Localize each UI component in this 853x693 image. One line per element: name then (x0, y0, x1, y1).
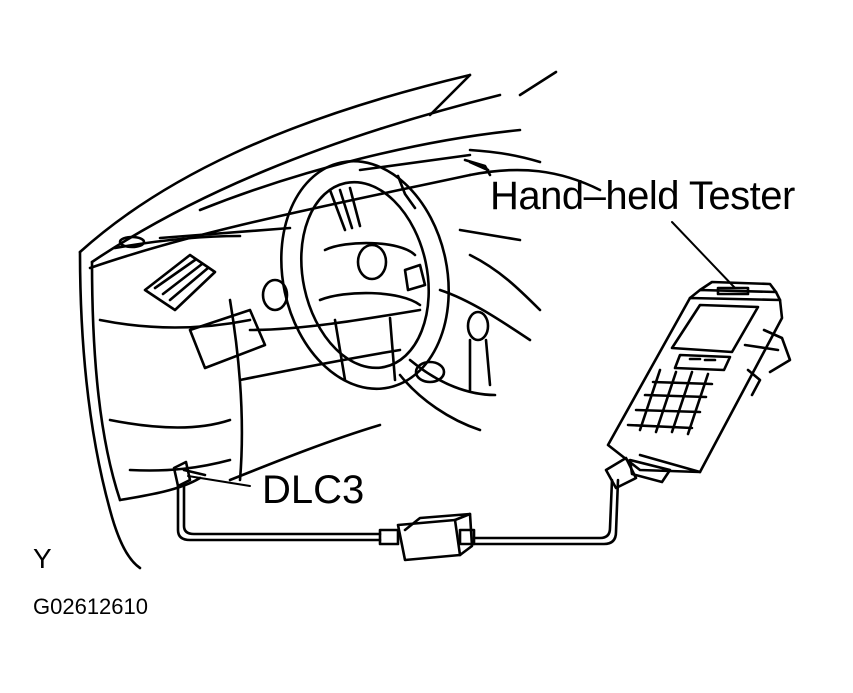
windshield-frame (78, 70, 558, 264)
dashboard (88, 148, 602, 312)
steering-column (261, 278, 497, 432)
tester-label: Hand–held Tester (490, 174, 795, 218)
figure-code-label: G02612610 (33, 594, 148, 619)
leader-lines (187, 221, 736, 487)
lower-dash (98, 228, 542, 502)
tester-cable (176, 456, 638, 562)
region-code-label: Y (33, 543, 52, 574)
dlc3-label: DLC3 (262, 468, 365, 512)
steering-wheel (280, 159, 450, 391)
dlc3-connector (172, 460, 207, 488)
hand-held-tester (606, 280, 792, 484)
door-edge (78, 250, 142, 570)
